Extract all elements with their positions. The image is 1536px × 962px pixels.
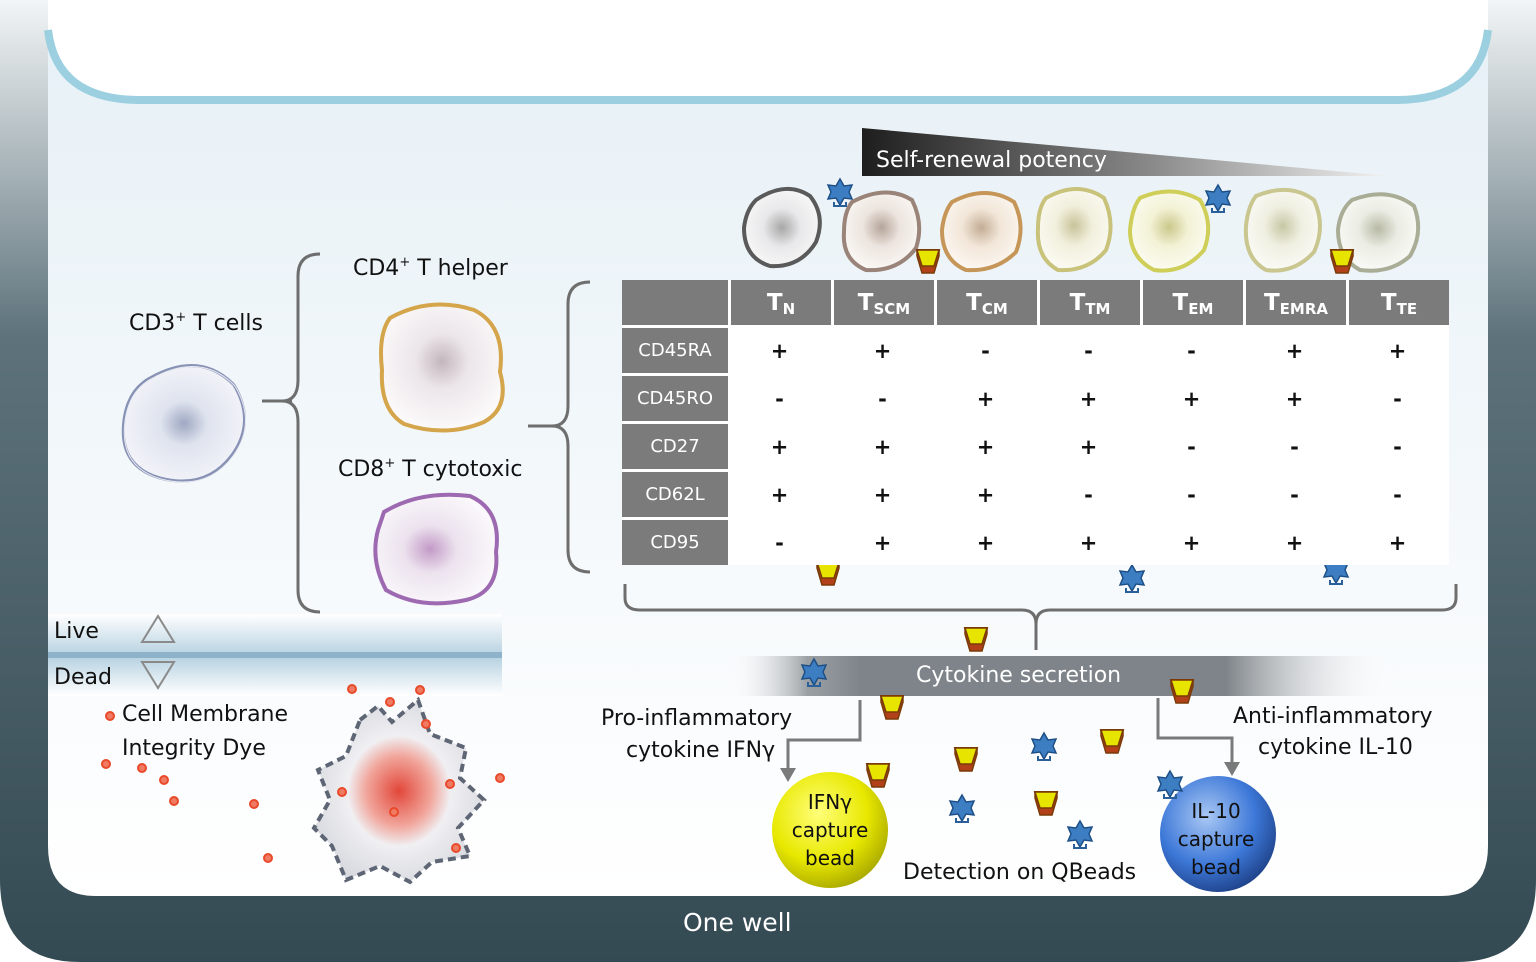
dead-triangle-icon xyxy=(140,661,176,690)
dead-cell-shape xyxy=(311,696,487,885)
table-cell: - xyxy=(1346,421,1449,469)
table-cell: + xyxy=(1140,517,1243,565)
table-cell: + xyxy=(1037,517,1140,565)
dead-label: Dead xyxy=(54,665,112,690)
dye-label-line2: Integrity Dye xyxy=(122,736,266,761)
table-row: CD27 + + + + - - - xyxy=(622,421,1449,469)
cd3-label: CD3+ T cells xyxy=(129,310,263,336)
col-header-tcm: TCM xyxy=(934,280,1037,325)
anti-inflammatory-line2: cytokine IL-10 xyxy=(1258,735,1413,760)
col-header-tem: TEM xyxy=(1140,280,1243,325)
col-header-tte: TTE xyxy=(1346,280,1449,325)
table-cell: + xyxy=(1346,517,1449,565)
tem-cell-shape xyxy=(1127,189,1211,273)
table-cell: - xyxy=(934,325,1037,373)
il10-bead-label: IL-10 capture bead xyxy=(1166,797,1266,881)
table-row: CD45RA + + - - - + + xyxy=(622,325,1449,373)
il10-bead-line: IL-10 xyxy=(1191,799,1241,823)
il10-bead-line: bead xyxy=(1191,855,1241,879)
cytokine-band xyxy=(728,656,1392,696)
self-renewal-label: Self-renewal potency xyxy=(876,148,1107,173)
row-header-cd45ro: CD45RO xyxy=(622,373,728,421)
table-cell: + xyxy=(728,469,831,517)
il10-bead-line: capture xyxy=(1177,827,1255,851)
table-cell: + xyxy=(1140,373,1243,421)
tn-cell-shape xyxy=(741,187,822,269)
cd4-label: CD4+ T helper xyxy=(353,255,508,281)
pro-inflammatory-line2: cytokine IFNγ xyxy=(626,738,776,763)
cd3-cell-shape xyxy=(121,364,246,483)
dye-dots xyxy=(101,684,505,863)
ifng-bead-line: IFNγ xyxy=(807,790,853,814)
table-cell: - xyxy=(1037,325,1140,373)
ttm-cell-shape xyxy=(1035,187,1113,273)
anti-inflammatory-line1: Anti-inflammatory xyxy=(1233,704,1433,729)
table-cell: + xyxy=(1346,325,1449,373)
table-cell: + xyxy=(934,469,1037,517)
table-cell: - xyxy=(831,373,934,421)
table-cell: + xyxy=(728,421,831,469)
row-header-cd27: CD27 xyxy=(622,421,728,469)
table-cell: + xyxy=(831,469,934,517)
table-cell: - xyxy=(1140,469,1243,517)
cd4-cell-shape xyxy=(379,302,505,433)
self-renewal-gradient xyxy=(862,128,1390,176)
ifng-bead-shape xyxy=(772,772,888,888)
row-header-cd62l: CD62L xyxy=(622,469,728,517)
table-cell: + xyxy=(728,325,831,373)
table-cell: - xyxy=(1243,421,1346,469)
cytokine-band-label: Cytokine secretion xyxy=(916,663,1122,688)
il10-bead-shape xyxy=(1160,776,1276,892)
table-cell: + xyxy=(1037,421,1140,469)
temra-cell-shape xyxy=(1243,188,1322,273)
table-cell: - xyxy=(1037,469,1140,517)
dye-label-line1: Cell Membrane xyxy=(122,702,289,727)
table-cell: + xyxy=(1243,517,1346,565)
well-label: One well xyxy=(683,908,792,937)
cd8-cell-shape xyxy=(373,492,499,606)
row-header-cd95: CD95 xyxy=(622,517,728,565)
tcm-cell-shape xyxy=(939,191,1023,273)
table-cell: + xyxy=(934,421,1037,469)
marker-table: TN TSCM TCM TTM TEM TEMRA TTE CD45RA + +… xyxy=(622,280,1449,565)
table-row: CD95 - + + + + + + xyxy=(622,517,1449,565)
table-cell: + xyxy=(1243,373,1346,421)
live-label: Live xyxy=(54,619,99,644)
ifng-bead-line: bead xyxy=(805,846,855,870)
col-header-temra: TEMRA xyxy=(1243,280,1346,325)
table-cell: - xyxy=(1346,469,1449,517)
col-header-tn: TN xyxy=(728,280,831,325)
row-header-cd45ra: CD45RA xyxy=(622,325,728,373)
tte-cell-shape xyxy=(1335,192,1421,273)
ifng-bead-label: IFNγ capture bead xyxy=(780,788,880,872)
detection-label: Detection on QBeads xyxy=(903,860,1137,885)
table-cell: - xyxy=(728,517,831,565)
table-row: CD62L + + + - - - - xyxy=(622,469,1449,517)
table-cell: + xyxy=(1037,373,1140,421)
table-cell: - xyxy=(1346,373,1449,421)
table-cell: - xyxy=(728,373,831,421)
table-row: CD45RO - - + + + + - xyxy=(622,373,1449,421)
table-cell: - xyxy=(1243,469,1346,517)
live-triangle-icon xyxy=(140,614,176,643)
col-header-ttm: TTM xyxy=(1037,280,1140,325)
table-corner xyxy=(622,280,728,325)
table-cell: - xyxy=(1140,325,1243,373)
table-cell: + xyxy=(934,517,1037,565)
col-header-tscm: TSCM xyxy=(831,280,934,325)
table-cell: + xyxy=(934,373,1037,421)
table-cell: + xyxy=(831,325,934,373)
ifng-bead-line: capture xyxy=(791,818,869,842)
pro-inflammatory-line1: Pro-inflammatory xyxy=(601,706,793,731)
table-cell: + xyxy=(831,421,934,469)
table-cell: - xyxy=(1140,421,1243,469)
cd8-label: CD8+ T cytotoxic xyxy=(338,456,523,482)
table-cell: + xyxy=(831,517,934,565)
tscm-cell-shape xyxy=(841,190,922,273)
table-cell: + xyxy=(1243,325,1346,373)
